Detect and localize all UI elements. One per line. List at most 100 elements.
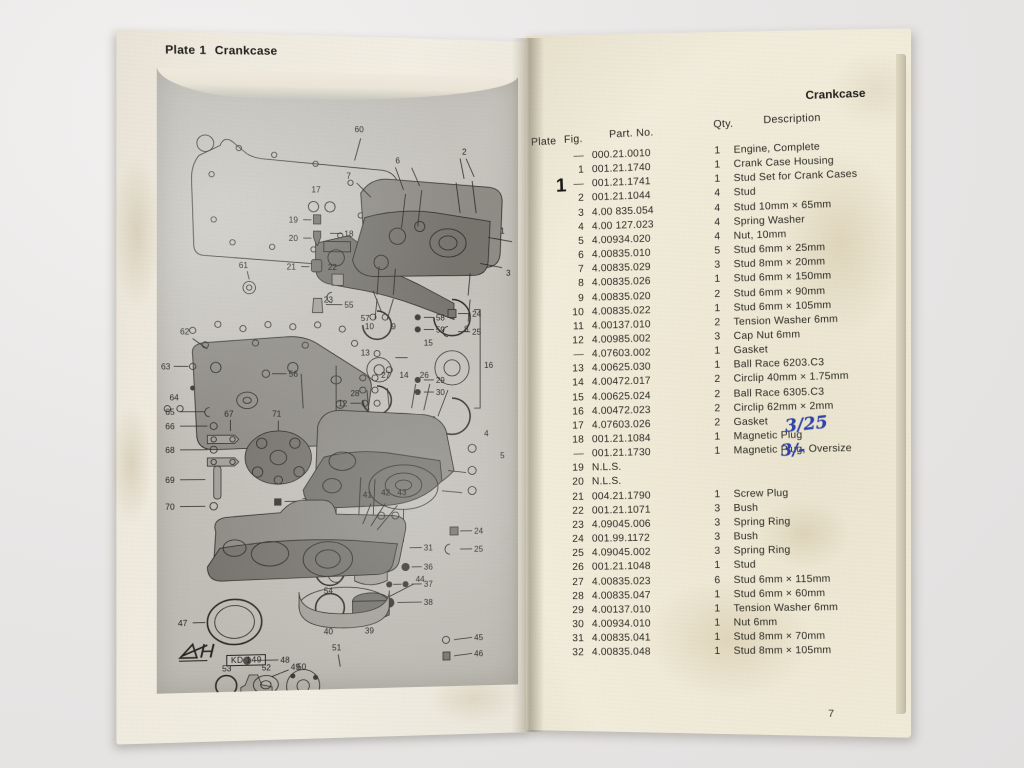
cell-fig: 16: [560, 406, 584, 418]
callout-47: 47: [178, 619, 188, 628]
callout-68: 68: [165, 446, 175, 455]
cell-fig: 27: [560, 576, 584, 587]
callout-41: 41: [363, 491, 373, 500]
handwritten-annotation-2: 3/-: [780, 439, 806, 460]
cell-description: Nut, 10mm: [734, 229, 787, 242]
cell-fig: 15: [560, 392, 584, 404]
cell-qty: 1: [711, 431, 723, 442]
callout-5: 5: [500, 451, 505, 460]
callout-10: 10: [365, 322, 375, 331]
plate-header-number: 1: [199, 45, 206, 57]
cell-description: Circlip 40mm × 1.75mm: [734, 371, 849, 385]
cell-part-no: 4.00 835.054: [592, 205, 654, 218]
cell-part-no: 4.00985.002: [592, 333, 651, 346]
cell-part-no: 001.21.1071: [592, 504, 651, 516]
cell-description: Screw Plug: [734, 487, 789, 499]
cell-fig: —: [560, 150, 584, 162]
callout-38: 38: [424, 598, 433, 607]
callout-17: 17: [311, 185, 321, 194]
cell-part-no: 4.00625.024: [592, 390, 651, 402]
cell-description: Stud 8mm × 105mm: [734, 645, 832, 657]
callout-66: 66: [165, 422, 175, 431]
cell-part-no: 4.00835.023: [592, 575, 651, 587]
callout-13: 13: [361, 349, 371, 358]
cell-fig: 28: [560, 591, 584, 602]
cell-qty: 3: [711, 532, 723, 543]
cell-qty: 2: [711, 417, 723, 428]
cell-part-no: 000.21.0010: [592, 148, 651, 161]
cell-qty: 3: [711, 517, 723, 528]
plate-header: Plate1Crankcase: [165, 44, 277, 58]
plate-header-title: Crankcase: [215, 45, 278, 58]
callout-58: 58: [436, 313, 445, 322]
callout-25b: 25: [474, 545, 483, 554]
cell-description: Stud 6mm × 60mm: [734, 588, 826, 600]
cell-part-no: 4.00835.026: [592, 276, 651, 289]
cell-part-no: 001.21.1740: [592, 162, 651, 175]
callout-30: 30: [436, 388, 445, 397]
cell-fig: 8: [560, 278, 584, 290]
drawing-code: KD 149: [227, 654, 266, 666]
cell-part-no: 001.21.1084: [592, 433, 651, 445]
cell-qty: 2: [711, 403, 723, 414]
callout-39: 39: [365, 626, 375, 635]
callout-70: 70: [165, 503, 175, 512]
callout-3: 3: [506, 269, 511, 278]
cell-fig: 5: [560, 236, 584, 248]
cell-fig: 11: [560, 321, 584, 333]
cell-part-no: 4.07603.026: [592, 419, 651, 431]
page-edge-stack: [896, 54, 906, 714]
cell-qty: 4: [711, 217, 723, 229]
cell-fig: 20: [560, 477, 584, 488]
cell-part-no: 4.00835.047: [592, 590, 651, 602]
cell-fig: 26: [560, 562, 584, 573]
cell-description: Stud 6mm × 105mm: [734, 299, 832, 313]
cell-fig: 13: [560, 363, 584, 375]
page-number: 7: [828, 708, 834, 720]
cell-qty: 3: [711, 503, 723, 514]
exploded-diagram-plate: 60 61 57: [157, 68, 518, 694]
callout-69: 69: [165, 476, 175, 485]
cell-description: Spring Ring: [734, 516, 791, 528]
cell-fig: 2: [560, 193, 584, 205]
cell-qty: 3: [711, 546, 723, 557]
callout-1: 1: [500, 227, 505, 236]
cell-description: Stud: [734, 560, 757, 571]
callout-71: 71: [272, 410, 282, 419]
cell-qty: 1: [711, 489, 723, 500]
cell-part-no: 4.00835.041: [592, 632, 651, 644]
callout-37: 37: [424, 580, 433, 589]
callout-51: 51: [332, 643, 342, 652]
cell-qty: 1: [711, 303, 723, 314]
cell-qty: 1: [711, 632, 723, 643]
cell-qty: 2: [711, 374, 723, 385]
cell-fig: 14: [560, 378, 584, 390]
cell-fig: 10: [560, 307, 584, 319]
cell-part-no: 4.07603.002: [592, 347, 651, 360]
cell-part-no: 001.21.1730: [592, 447, 651, 459]
callout-4: 4: [484, 429, 489, 438]
cell-description: Gasket: [734, 344, 769, 356]
cell-fig: —: [560, 179, 584, 191]
cell-description: Stud 6mm × 90mm: [734, 285, 826, 299]
callout-23: 23: [324, 295, 334, 304]
cell-part-no: 4.00835.022: [592, 305, 651, 318]
callout-65: 65: [165, 408, 175, 417]
page-stain: [110, 402, 153, 526]
handwritten-annotation-1: 3/25: [784, 412, 829, 437]
cell-fig: 3: [560, 207, 584, 219]
left-page: Plate1Crankcase: [116, 29, 532, 744]
cell-fig: 17: [560, 420, 584, 432]
cell-description: Gasket: [734, 416, 769, 428]
cell-part-no: 004.21.1790: [592, 490, 651, 502]
part-61: 61: [239, 261, 256, 294]
callout-9: 9: [391, 322, 396, 331]
cell-qty: 1: [711, 145, 723, 157]
cell-part-no: 001.21.1044: [592, 191, 651, 204]
cell-part-no: N.L.S.: [592, 476, 622, 488]
cell-fig: 30: [560, 619, 584, 630]
cell-description: Cap Nut 6mm: [734, 329, 801, 342]
callout-62: 62: [180, 327, 190, 336]
cell-description: Tension Washer 6mm: [734, 602, 839, 614]
cell-qty: 1: [711, 345, 723, 356]
